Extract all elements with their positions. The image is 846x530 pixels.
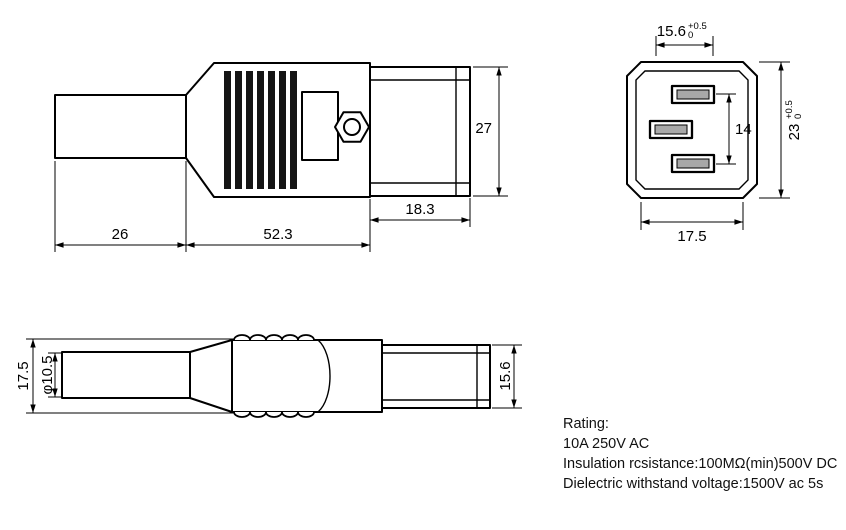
dim-label-cable-dia: φ10.5 [39, 356, 56, 395]
inlet-inner-outline [635, 70, 749, 190]
body-transition-curve [317, 339, 331, 413]
rib-scallops-bottom [233, 411, 315, 418]
cable-top-outline [61, 351, 191, 399]
rating-block: Rating: 10A 250V AC Insulation rcsistanc… [563, 416, 837, 492]
dim-text-cable-dia: φ10.5 [39, 356, 56, 395]
body-top-outline [231, 339, 383, 413]
pin-slot-bottom-contact [676, 158, 710, 169]
pin-slot-bottom [670, 153, 716, 174]
dim-text-26: 26 [112, 226, 129, 243]
label-plate [301, 91, 339, 161]
dim-label-17-5-overall: 17.5 [15, 361, 32, 390]
dim-tol-15-6-zero: 0 [688, 30, 693, 41]
dim-text-52-3: 52.3 [263, 226, 292, 243]
dim-label-15-6-front: 15.6 [497, 361, 514, 390]
top-view: 17.5 φ10.5 15.6 [15, 334, 522, 418]
dim-tol-15-6-plus: +0.5 [688, 21, 707, 32]
side-view: 26 52.3 18.3 27 [54, 62, 508, 252]
strain-relief-flare [189, 339, 233, 413]
front-shroud [369, 66, 471, 197]
front-shroud-detail [370, 67, 470, 196]
dim-text-15-6: 15.6 [657, 23, 686, 40]
front-top-outline [381, 344, 491, 409]
dim-text-17-5-face: 17.5 [677, 228, 706, 245]
front-view: 15.6 +0.5 0 14 23 +0.5 0 17.5 [626, 21, 804, 245]
rating-dielectric: Dielectric withstand voltage:1500V ac 5s [563, 476, 823, 492]
dim-tol-23-plus: +0.5 [784, 100, 795, 119]
pin-slot-top [670, 84, 716, 105]
dim-text-14: 14 [735, 121, 752, 138]
rating-insulation: Insulation rcsistance:100MΩ(min)500V DC [563, 456, 837, 472]
pin-slot-middle-contact [654, 124, 688, 135]
front-top-detail [382, 345, 490, 408]
pin-slot-top-contact [676, 89, 710, 100]
rating-current: 10A 250V AC [563, 436, 649, 452]
dim-text-15-6-front: 15.6 [497, 361, 514, 390]
dim-text-17-5-overall: 17.5 [15, 361, 32, 390]
cable-outline [54, 94, 187, 159]
rib-scallops-top [233, 334, 315, 341]
side-extension-lines [54, 66, 508, 252]
grip-ribs [224, 71, 297, 189]
dim-text-23: 23 [786, 124, 803, 141]
dim-tol-23-zero: 0 [793, 114, 804, 119]
pin-slot-middle [648, 119, 694, 140]
dim-text-18-3: 18.3 [405, 201, 434, 218]
rating-title: Rating: [563, 416, 609, 432]
screw-circle [343, 118, 361, 136]
dim-label-23: 23 +0.5 0 [784, 100, 804, 140]
dim-text-27: 27 [475, 120, 492, 137]
